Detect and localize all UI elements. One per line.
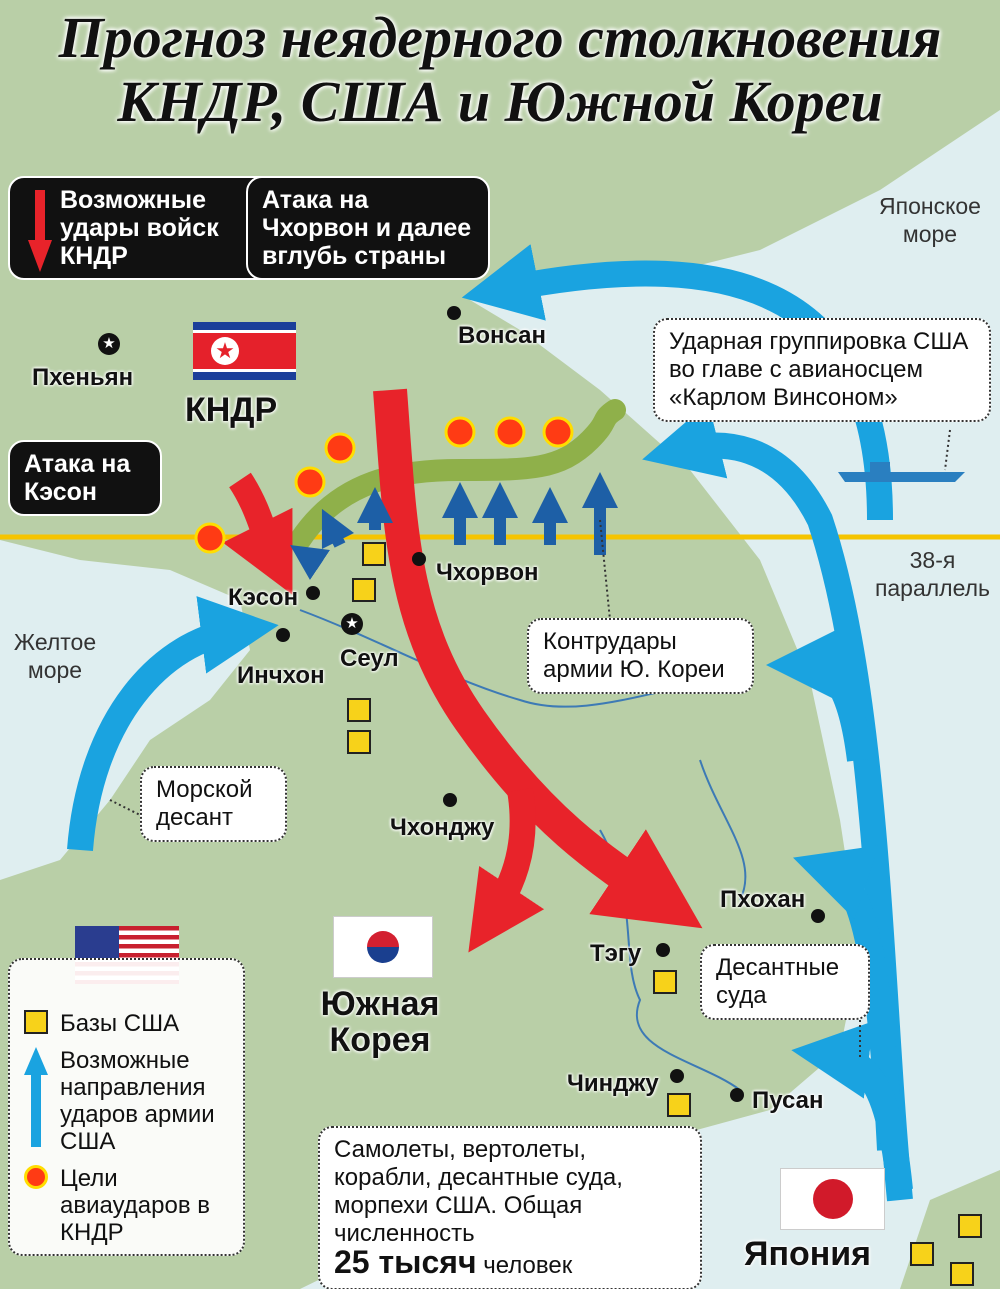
us-base-marker <box>347 698 371 722</box>
yellow-sea-label: Желтое море <box>13 629 97 683</box>
legend-us-bases: Базы США <box>24 1010 229 1037</box>
parallel-label: 38-я параллель <box>874 547 991 601</box>
dprk-strikes-callout: Возможные удары войск КНДР <box>8 176 281 280</box>
legend-air-targets: Цели авиаударов в КНДР <box>24 1165 229 1246</box>
dprk-arrow-kaesong <box>222 472 293 595</box>
city-incheon: Инчхон <box>237 662 325 689</box>
us-base-marker <box>362 542 386 566</box>
south-korea-label: Южная Корея <box>320 985 440 1059</box>
dprk-arrow-chorwon <box>373 388 703 929</box>
us-base-marker <box>950 1262 974 1286</box>
kaesong-attack-callout: Атака на Кэсон <box>8 440 162 516</box>
dprk-label: КНДР <box>185 391 278 429</box>
city-dot <box>443 793 457 807</box>
city-busan: Пусан <box>752 1087 824 1114</box>
us-base-icon <box>24 1010 48 1034</box>
city-dot <box>306 586 320 600</box>
dprk-flag: ★ <box>193 322 296 380</box>
city-pyongyang: Пхеньян <box>32 364 134 391</box>
city-dot <box>656 943 670 957</box>
city-dot <box>447 306 461 320</box>
explosion-icon <box>24 1165 48 1189</box>
dprk-arrow-south <box>468 787 545 953</box>
city-dot <box>670 1069 684 1083</box>
capital-star-icon: ★ <box>341 613 363 635</box>
city-jinju: Чинджу <box>567 1070 659 1097</box>
japan-label: Япония <box>744 1235 872 1273</box>
landing-ships-callout: Десантные суда <box>700 944 870 1020</box>
us-base-marker <box>910 1242 934 1266</box>
city-dot <box>412 552 426 566</box>
us-base-marker <box>653 970 677 994</box>
carrier-icon <box>838 462 965 482</box>
city-dot <box>811 909 825 923</box>
city-pohang: Пхохан <box>720 886 806 913</box>
japan-flag <box>780 1168 885 1230</box>
city-cheongju: Чхонджу <box>390 814 495 841</box>
red-arrow-icon <box>28 190 52 272</box>
title-line-2: КНДР, США и Южной Кореи <box>117 69 883 134</box>
counter-strikes-callout: Контрудары армии Ю. Кореи <box>527 618 754 694</box>
legend-us-directions: Возможные направления ударов армии США <box>24 1047 229 1155</box>
air-strike-targets <box>194 416 574 554</box>
us-base-marker <box>958 1214 982 1238</box>
capital-star-icon: ★ <box>98 333 120 355</box>
blue-arrow-icon <box>24 1047 48 1147</box>
legend: Базы США Возможные направления ударов ар… <box>8 958 245 1256</box>
title-line-1: Прогноз неядерного столкновения <box>58 5 942 70</box>
carrier-group-callout: Ударная группировка США во главе с авиан… <box>653 318 991 422</box>
city-dot <box>730 1088 744 1102</box>
city-dot <box>276 628 290 642</box>
chorwon-attack-callout: Атака на Чхорвон и далее вглубь страны <box>246 176 490 280</box>
sea-of-japan-label: Японское море <box>879 193 981 247</box>
forces-callout: Самолеты, вертолеты, корабли, десантные … <box>318 1126 702 1289</box>
us-base-marker <box>667 1093 691 1117</box>
us-arrows <box>67 244 913 1202</box>
city-kaesong: Кэсон <box>228 584 299 611</box>
callout-pointer <box>109 429 951 1060</box>
marine-landing-callout: Морской десант <box>140 766 287 842</box>
us-base-marker <box>352 578 376 602</box>
city-seoul: Сеул <box>340 645 399 672</box>
rok-counter-arrows <box>290 472 618 580</box>
city-daegu: Тэгу <box>590 940 642 967</box>
us-base-marker <box>347 730 371 754</box>
city-chorwon: Чхорвон <box>436 559 539 586</box>
city-wonsan: Вонсан <box>458 322 546 349</box>
page-title: Прогноз неядерного столкновения КНДР, СШ… <box>0 6 1000 134</box>
south-korea-flag <box>333 916 433 978</box>
